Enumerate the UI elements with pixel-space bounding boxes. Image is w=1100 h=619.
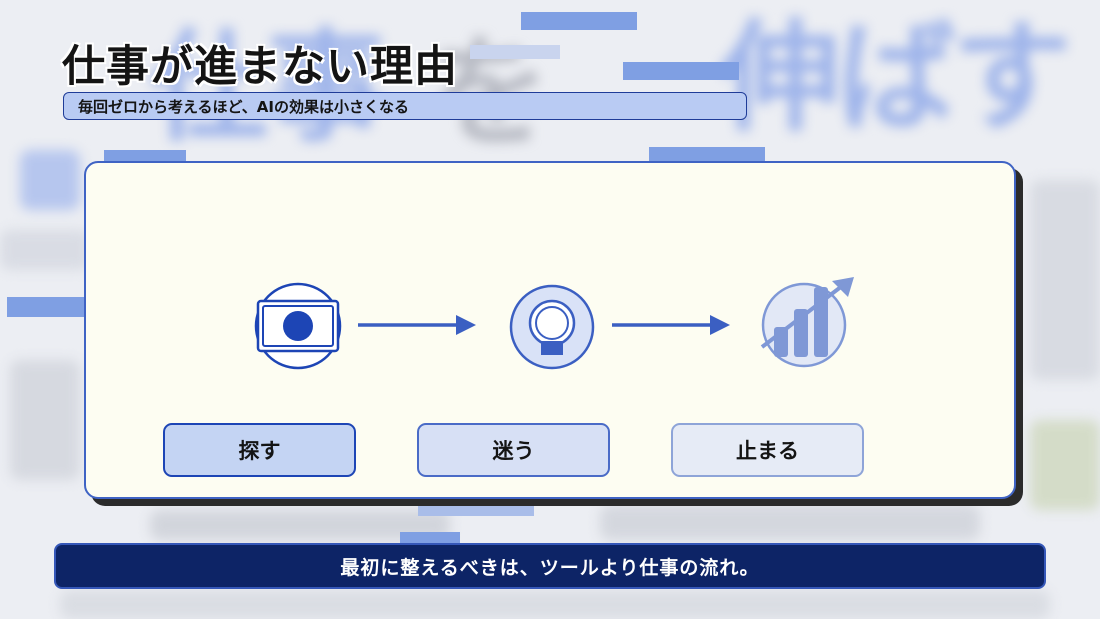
- flow-panel: 探す 迷う 止まる: [84, 161, 1016, 499]
- decor-bar: [623, 62, 739, 80]
- decor-bar: [400, 532, 460, 544]
- footer-banner: 最初に整えるべきは、ツールより仕事の流れ。: [54, 543, 1046, 589]
- growth-chart-icon: [760, 277, 854, 368]
- lightbulb-icon: [509, 284, 595, 370]
- decor-bar: [649, 147, 765, 163]
- step-stop: 止まる: [671, 423, 864, 477]
- arrow-right-icon: [612, 315, 730, 335]
- window-dot-icon: [254, 282, 342, 370]
- step-hesitate-label: 迷う: [492, 439, 535, 463]
- step-search: 探す: [163, 423, 356, 477]
- step-hesitate: 迷う: [417, 423, 610, 477]
- step-search-label: 探す: [238, 439, 281, 463]
- decor-bar: [521, 12, 637, 30]
- page-title: 仕事が進まない理由: [62, 42, 458, 92]
- arrow-right-icon: [358, 315, 476, 335]
- subtitle-banner: 毎回ゼロから考えるほど、AIの効果は小さくなる: [63, 92, 747, 120]
- decor-bar: [418, 500, 534, 516]
- decor-bar: [7, 297, 87, 317]
- step-stop-label: 止まる: [736, 439, 799, 463]
- decor-bar: [470, 45, 560, 59]
